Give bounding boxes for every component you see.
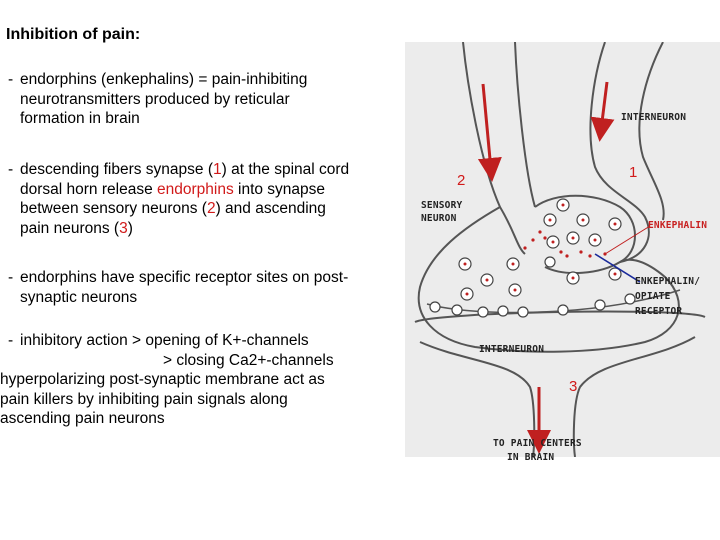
descending-arrow-right xyxy=(590,81,615,142)
synaptic-membrane xyxy=(426,289,681,314)
slide-title: Inhibition of pain: xyxy=(6,26,141,43)
bullet-line: descending fibers synapse (1) at the spi… xyxy=(20,161,350,178)
enkephalin-pointer xyxy=(604,225,651,255)
bullet-line: ascending pain neurons xyxy=(0,410,165,427)
bullet-descending-fibers: - descending fibers synapse (1) at the s… xyxy=(8,160,349,238)
descending-arrow-left xyxy=(477,83,502,182)
bullet-dash: - xyxy=(8,269,14,286)
bullet-dash: - xyxy=(8,332,14,349)
bullet-line: between sensory neurons (2) and ascendin… xyxy=(20,200,326,217)
sensory-terminal-outline xyxy=(417,206,680,353)
diagram-number-2: 2 xyxy=(457,172,466,189)
bullet-dash: - xyxy=(8,161,14,178)
number-2: 2 xyxy=(206,200,216,217)
bullet-line: dorsal horn release endorphins into syna… xyxy=(20,180,326,198)
diagram-number-3: 3 xyxy=(569,378,578,395)
vesicles xyxy=(458,198,622,301)
bullet-line: hyperpolarizing post-synaptic membrane a… xyxy=(0,371,325,388)
bullet-line: endorphins have specific receptor sites … xyxy=(20,269,349,286)
sensory-neuron-outline-left xyxy=(462,41,526,255)
bullet-line: endorphins (enkephalins) = pain-inhibiti… xyxy=(20,71,308,88)
number-1: 1 xyxy=(213,161,222,178)
bullet-dash: - xyxy=(8,71,14,88)
bullet-line: neurotransmitters produced by reticular xyxy=(20,90,290,108)
bullet-endorphins-definition: - endorphins (enkephalins) = pain-inhibi… xyxy=(8,70,307,129)
interneuron-top-outline xyxy=(589,41,650,263)
number-3: 3 xyxy=(119,219,128,237)
diagram-background xyxy=(405,42,720,457)
enkephalin-molecules xyxy=(523,230,607,258)
label-pain-centers-2: IN BRAIN xyxy=(507,452,555,463)
sensory-neuron-outline-right xyxy=(514,41,536,208)
label-interneuron-bottom: INTERNEURON xyxy=(479,344,545,355)
bullet-line: synaptic neurons xyxy=(20,288,138,306)
label-sensory-neuron-1: SENSORY xyxy=(421,200,463,211)
bullet-line: inhibitory action > opening of K+-channe… xyxy=(20,332,309,349)
postsynaptic-right xyxy=(572,336,696,458)
label-pain-centers-1: TO PAIN CENTERS xyxy=(493,438,582,449)
endorphins-highlight: endorphins xyxy=(157,180,234,198)
label-receptor-3: RECEPTOR xyxy=(635,306,683,317)
bullet-line: pain neurons (3) xyxy=(20,219,133,237)
diagram-number-1: 1 xyxy=(629,164,638,181)
label-receptor-1: ENKEPHALIN/ xyxy=(635,276,701,287)
interneuron-terminal xyxy=(534,194,636,274)
bullet-line: pain killers by inhibiting pain signals … xyxy=(0,390,288,408)
synapse-illustration xyxy=(405,41,720,458)
interneuron-top-outline-2 xyxy=(638,41,665,221)
synapse-diagram: INTERNEURON SENSORY NEURON ENKEPHALIN EN… xyxy=(405,41,720,463)
vesicle-dots xyxy=(463,203,617,296)
bullet-inhibitory-action: - inhibitory action > opening of K+-chan… xyxy=(0,331,334,429)
label-enkephalin: ENKEPHALIN xyxy=(648,220,708,231)
receptor-pointer xyxy=(594,253,641,283)
label-receptor-2: OPIATE xyxy=(635,291,671,302)
label-interneuron-top: INTERNEURON xyxy=(621,112,687,123)
bullet-line: formation in brain xyxy=(20,110,140,127)
bullet-line: > closing Ca2+-channels xyxy=(163,351,334,369)
label-sensory-neuron-2: NEURON xyxy=(421,213,457,224)
receptor-sites xyxy=(429,293,636,318)
bullet-receptor-sites: - endorphins have specific receptor site… xyxy=(8,268,348,307)
